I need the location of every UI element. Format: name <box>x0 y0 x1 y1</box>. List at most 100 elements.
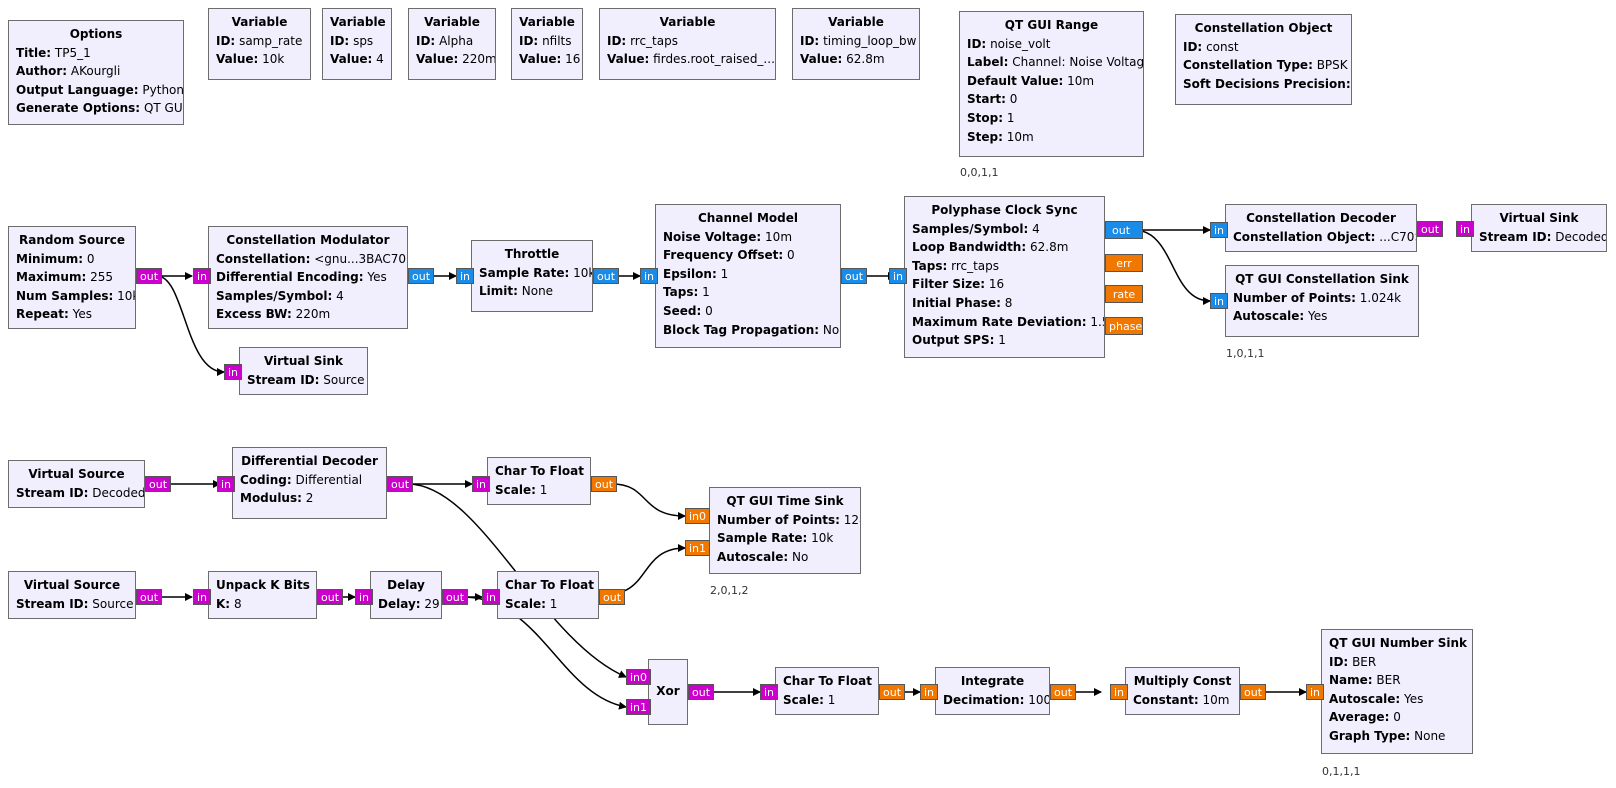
delay-in-port[interactable]: in <box>355 589 374 605</box>
block-title: QT GUI Number Sink <box>1329 636 1467 650</box>
virtual-source-decoded-out-port[interactable]: out <box>145 476 172 492</box>
unpack-k-bits-in-port[interactable]: in <box>193 589 212 605</box>
block-param-row: Frequency Offset: 0 <box>663 246 833 265</box>
xor-in1-port[interactable]: in1 <box>626 699 652 715</box>
param-value: Differential <box>295 472 363 487</box>
block-param-row: Taps: rrc_taps <box>912 257 1097 276</box>
xor-in0-port[interactable]: in0 <box>626 669 652 685</box>
polyphase-clock-sync-err-port[interactable]: err <box>1105 254 1143 272</box>
constellation-decoder-out-port[interactable]: out <box>1417 221 1444 237</box>
char-to-float-3-in-port[interactable]: in <box>760 684 779 700</box>
block-param-row: Step: 10m <box>967 128 1136 147</box>
qt-gui-time-sink-in0-port[interactable]: in0 <box>685 508 711 524</box>
param-value: 10m <box>765 229 793 244</box>
integrate-out-port[interactable]: out <box>1050 684 1077 700</box>
polyphase-clock-sync-rate-port[interactable]: rate <box>1105 285 1143 303</box>
wire <box>611 483 686 520</box>
channel-model-out-port[interactable]: out <box>841 268 868 284</box>
block-param-row: Value: 62.8m <box>800 50 912 69</box>
random-source-out-port[interactable]: out <box>136 268 163 284</box>
virtual-sink-source-in-port[interactable]: in <box>224 364 243 380</box>
block-title: Channel Model <box>698 211 798 225</box>
polyphase-clock-sync-out-port[interactable]: out <box>1105 221 1143 239</box>
param-label: Coding: <box>240 472 292 487</box>
qt-gui-time-sink-in1-port[interactable]: in1 <box>685 540 711 556</box>
param-label: Scale: <box>783 692 824 707</box>
polyphase-clock-sync-in-port[interactable]: in <box>889 268 908 284</box>
xor-out-port[interactable]: out <box>688 684 715 700</box>
qt-gui-number-sink-in-port[interactable]: in <box>1306 684 1325 700</box>
differential-decoder-in-port[interactable]: in <box>217 476 236 492</box>
block-param-row: Author: AKourgli <box>16 62 176 81</box>
xor-block[interactable]: Xor <box>648 659 688 725</box>
virtual-source-source-out-port[interactable]: out <box>136 589 163 605</box>
char-to-float-1-out-port[interactable]: out <box>591 476 618 492</box>
char-to-float-1-in-port[interactable]: in <box>472 476 491 492</box>
param-label: Sample Rate: <box>717 531 808 546</box>
throttle-out-port[interactable]: out <box>593 268 620 284</box>
param-value: None <box>521 284 554 299</box>
multiply-const-in-port[interactable]: in <box>1110 684 1129 700</box>
channel-model-in-port[interactable]: in <box>640 268 659 284</box>
constellation-modulator-out-port[interactable]: out <box>408 268 435 284</box>
block-param-row: Name: BER <box>1329 671 1465 690</box>
polyphase-clock-sync-phase-port[interactable]: phase <box>1105 317 1143 335</box>
param-label: ID: <box>416 33 436 48</box>
integrate-in-port[interactable]: in <box>920 684 939 700</box>
qt-gui-time-sink-coord: 2,0,1,2 <box>710 584 749 597</box>
param-value: Source <box>323 372 365 387</box>
block-param-row: Average: 0 <box>1329 708 1465 727</box>
constellation-decoder-in-port[interactable]: in <box>1210 222 1229 238</box>
throttle-in-port[interactable]: in <box>456 268 475 284</box>
multiply-const-out-port[interactable]: out <box>1240 684 1267 700</box>
block-param-row: Stream ID: Decoded <box>16 484 144 503</box>
char-to-float-2-out-port[interactable]: out <box>599 589 626 605</box>
char-to-float-3-out-port[interactable]: out <box>879 684 906 700</box>
virtual-sink-decoded-in-port[interactable]: in <box>1456 221 1475 237</box>
block-title: Options <box>69 27 123 41</box>
qt-gui-constellation-sink-in-port[interactable]: in <box>1210 293 1229 309</box>
block-param-row: ID: noise_volt <box>967 35 1136 54</box>
param-label: Value: <box>519 52 562 67</box>
block-param-row: Num Samples: 10k <box>16 287 135 306</box>
qt-gui-constellation-sink-coord: 1,0,1,1 <box>1226 347 1265 360</box>
param-value: 0 <box>86 251 95 266</box>
param-value: Yes <box>1308 309 1328 324</box>
differential-decoder-out-port[interactable]: out <box>387 476 414 492</box>
unpack-k-bits-out-port[interactable]: out <box>317 589 344 605</box>
char-to-float-2-in-port[interactable]: in <box>482 589 501 605</box>
constellation-modulator-in-port[interactable]: in <box>193 268 212 284</box>
block-title: Char To Float <box>505 578 594 592</box>
delay-out-port[interactable]: out <box>442 589 469 605</box>
